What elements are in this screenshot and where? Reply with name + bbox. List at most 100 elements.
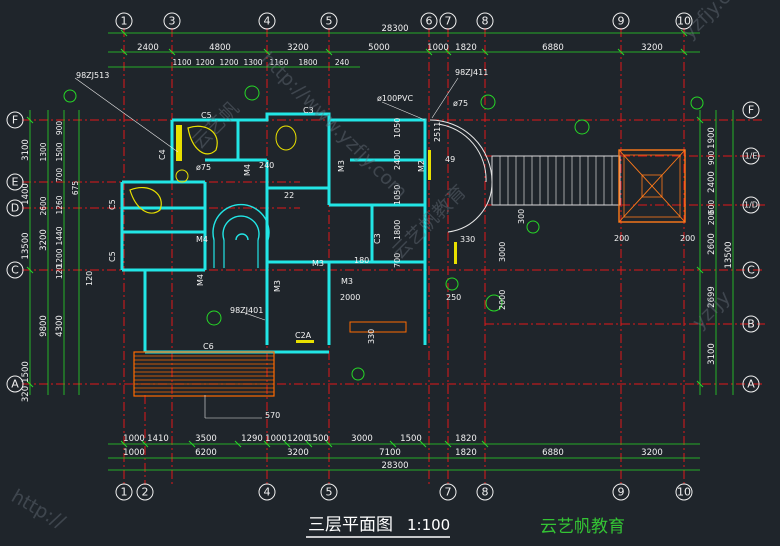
axis-bubble-left-A: A bbox=[6, 375, 24, 393]
svg-text:C: C bbox=[11, 264, 19, 277]
top-dim-1: 2400 bbox=[137, 43, 159, 53]
svg-text:E: E bbox=[12, 176, 19, 189]
top-dim-2: 4800 bbox=[209, 43, 231, 53]
left-small-3: 2600 bbox=[39, 196, 48, 215]
top-dim-4: 5000 bbox=[368, 43, 390, 53]
drawing-title-block: 三层平面图 1:100 bbox=[306, 515, 450, 538]
bottom-dim-5: 1000 bbox=[265, 434, 287, 444]
bottom-axis-bubbles: 1 2 4 5 7 8 9 10 bbox=[115, 483, 693, 501]
watermark-6: yzfjy bbox=[688, 287, 735, 334]
bottom-dim-9: 1500 bbox=[400, 434, 422, 444]
gazebo-roof bbox=[618, 149, 686, 223]
std-98zj513: 98ZJ513 bbox=[76, 71, 109, 80]
left-small-1: 1300 bbox=[39, 142, 48, 161]
axis-bubble-bottom-10: 10 bbox=[675, 483, 693, 501]
left-dim-2: 1400 bbox=[21, 183, 31, 205]
axis-bubble-top-7: 7 bbox=[439, 12, 457, 30]
dim-3000: 3000 bbox=[498, 242, 507, 262]
dim-250: 250 bbox=[446, 293, 461, 302]
door-m4-c: M4 bbox=[196, 274, 205, 286]
bottom-dim-1: 1000 bbox=[123, 434, 145, 444]
door-m3-d: M3 bbox=[273, 280, 282, 292]
bottom-dim-3: 3500 bbox=[195, 434, 217, 444]
right-dim-6: 2600 bbox=[707, 233, 717, 255]
svg-text:5: 5 bbox=[326, 15, 333, 28]
dim-330-b: 330 bbox=[367, 329, 376, 344]
left-inner-4: 1260 bbox=[55, 195, 64, 214]
left-dim-7: 320 bbox=[21, 386, 31, 402]
bottom-dim2-1: 1000 bbox=[123, 448, 145, 458]
svg-text:2: 2 bbox=[142, 486, 149, 499]
dim-700: 700 bbox=[393, 253, 402, 268]
svg-text:3: 3 bbox=[169, 15, 176, 28]
right-dim-8: 2699 bbox=[707, 286, 717, 308]
dim-22: 22 bbox=[284, 191, 294, 200]
dim-49: 49 bbox=[445, 155, 455, 164]
axis-bubble-top-8: 8 bbox=[476, 12, 494, 30]
dim-2400: 2400 bbox=[393, 150, 402, 170]
svg-text:B: B bbox=[747, 318, 755, 331]
svg-text:10: 10 bbox=[677, 486, 691, 499]
svg-text:1/E: 1/E bbox=[745, 152, 758, 161]
left-axis-bubbles: F E D C A bbox=[6, 111, 24, 393]
svg-text:C: C bbox=[747, 264, 755, 277]
top-sub-dim-3: 1200 bbox=[219, 58, 238, 67]
annotation-labels: 98ZJ513 98ZJ411 98ZJ401 ø100PVC ø75 ø75 … bbox=[76, 68, 695, 420]
left-inner-3: 700 bbox=[55, 168, 64, 183]
left-dim-5: 9800 bbox=[39, 315, 49, 337]
axis-bubble-right-F: F bbox=[742, 101, 760, 119]
door-m3-b: M3 bbox=[312, 259, 324, 268]
dim-2511: 2511 bbox=[433, 122, 442, 142]
dim-200-a: 200 bbox=[614, 234, 629, 243]
window-c5-c: C5 bbox=[108, 251, 117, 262]
top-dim-3: 3200 bbox=[287, 43, 309, 53]
axis-bubble-top-10: 10 bbox=[675, 12, 693, 30]
drawing-title: 三层平面图 bbox=[308, 515, 393, 535]
top-sub-dim-2: 1200 bbox=[195, 58, 214, 67]
right-dimension-texts: 1900 900 2400 600 200 2600 13500 2699 31… bbox=[707, 127, 734, 365]
axis-bubble-top-1: 1 bbox=[115, 12, 133, 30]
left-dimension-texts: 3100 1400 13500 3200 9800 1500 320 900 1… bbox=[21, 121, 80, 402]
right-dim-7: 13500 bbox=[724, 241, 734, 268]
axis-bubble-bottom-7: 7 bbox=[439, 483, 457, 501]
std-98zj411: 98ZJ411 bbox=[455, 68, 488, 77]
axis-bubble-right-C: C bbox=[742, 261, 760, 279]
window-c3-a: C3 bbox=[303, 106, 314, 115]
axis-bubble-top-3: 3 bbox=[163, 12, 181, 30]
axis-bubble-left-C: C bbox=[6, 261, 24, 279]
left-dim-4: 3200 bbox=[39, 229, 49, 251]
svg-text:5: 5 bbox=[326, 486, 333, 499]
drawing-scale: 1:100 bbox=[407, 516, 450, 534]
right-dim-2: 900 bbox=[707, 151, 716, 166]
left-dim-6: 1500 bbox=[21, 361, 31, 383]
dim-200-b: 200 bbox=[680, 234, 695, 243]
top-dim-5: 1000 bbox=[427, 43, 449, 53]
left-inner-8: 4300 bbox=[55, 315, 65, 337]
door-m2: M2 bbox=[417, 160, 426, 172]
bottom-dim2-7: 3200 bbox=[641, 448, 663, 458]
left-small-2: 675 bbox=[71, 181, 80, 196]
bathroom-fixtures bbox=[129, 125, 457, 343]
bottom-dim2-2: 6200 bbox=[195, 448, 217, 458]
dim-240: 240 bbox=[259, 161, 274, 170]
right-dim-5: 200 bbox=[707, 211, 716, 226]
right-dim-9: 3100 bbox=[707, 343, 717, 365]
top-dim-8: 3200 bbox=[641, 43, 663, 53]
top-dim-6: 1820 bbox=[455, 43, 477, 53]
curved-balcony bbox=[429, 119, 493, 233]
window-c3-b: C3 bbox=[373, 233, 382, 244]
right-dim-3: 2400 bbox=[707, 171, 717, 193]
top-sub-dim-6: 1800 bbox=[298, 58, 317, 67]
dimension-ticks bbox=[26, 29, 704, 448]
left-inner-1: 900 bbox=[55, 121, 64, 136]
top-sub-dim-5: 1160 bbox=[269, 58, 288, 67]
axis-bubble-bottom-8: 8 bbox=[476, 483, 494, 501]
dimension-lines bbox=[29, 32, 734, 471]
bottom-dim-7: 1500 bbox=[307, 434, 329, 444]
svg-text:6: 6 bbox=[426, 15, 433, 28]
axis-bubble-top-9: 9 bbox=[612, 12, 630, 30]
window-c2a: C2A bbox=[295, 331, 312, 340]
left-inner-2: 1500 bbox=[55, 142, 64, 161]
svg-text:8: 8 bbox=[482, 15, 489, 28]
